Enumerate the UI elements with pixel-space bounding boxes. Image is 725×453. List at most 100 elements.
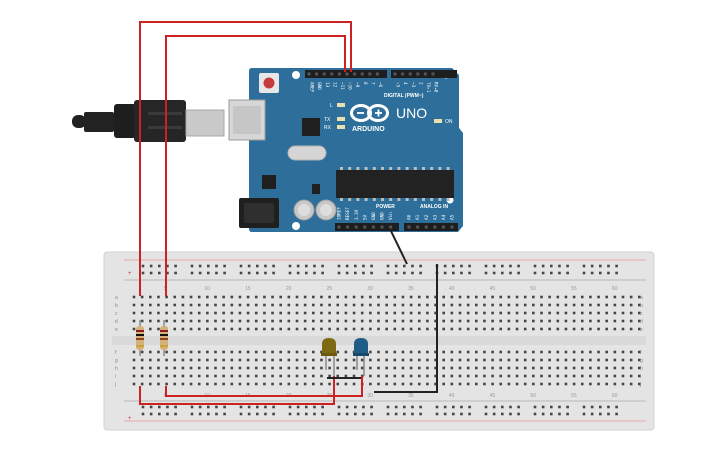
breadboard-hole[interactable] <box>458 295 462 299</box>
breadboard-hole[interactable] <box>540 382 543 386</box>
breadboard-hole[interactable] <box>254 374 258 378</box>
breadboard-hole[interactable] <box>354 264 357 268</box>
breadboard-hole[interactable] <box>434 319 437 323</box>
breadboard-hole[interactable] <box>328 319 331 323</box>
breadboard-hole[interactable] <box>452 405 455 409</box>
breadboard-hole[interactable] <box>215 264 218 268</box>
breadboard-hole[interactable] <box>336 350 340 354</box>
breadboard-hole[interactable] <box>207 264 210 268</box>
breadboard-hole[interactable] <box>638 382 641 386</box>
breadboard-hole[interactable] <box>312 350 315 354</box>
breadboard-hole[interactable] <box>165 319 168 323</box>
breadboard-hole[interactable] <box>197 382 201 386</box>
breadboard-hole[interactable] <box>312 374 315 378</box>
breadboard-hole[interactable] <box>572 303 576 307</box>
breadboard-hole[interactable] <box>166 405 169 409</box>
breadboard-hole[interactable] <box>157 303 160 307</box>
breadboard-hole[interactable] <box>256 405 259 409</box>
breadboard-hole[interactable] <box>507 382 511 386</box>
breadboard-hole[interactable] <box>336 382 340 386</box>
breadboard-hole[interactable] <box>345 405 349 409</box>
breadboard-hole[interactable] <box>377 311 380 315</box>
breadboard-hole[interactable] <box>149 350 152 354</box>
breadboard-hole[interactable] <box>344 295 348 299</box>
breadboard-hole[interactable] <box>523 295 527 299</box>
breadboard-hole[interactable] <box>149 271 153 275</box>
breadboard-hole[interactable] <box>515 303 519 307</box>
breadboard-hole[interactable] <box>434 295 437 299</box>
breadboard-hole[interactable] <box>336 358 340 362</box>
breadboard-hole[interactable] <box>417 366 421 370</box>
wire-resistor1-to-yellow-led[interactable] <box>139 376 335 405</box>
breadboard-hole[interactable] <box>198 412 202 416</box>
breadboard-hole[interactable] <box>532 311 535 315</box>
breadboard-hole[interactable] <box>484 264 488 268</box>
breadboard-hole[interactable] <box>491 327 494 331</box>
breadboard-hole[interactable] <box>271 295 274 299</box>
breadboard-hole[interactable] <box>149 319 152 323</box>
breadboard-hole[interactable] <box>377 295 380 299</box>
breadboard-hole[interactable] <box>230 382 234 386</box>
breadboard-hole[interactable] <box>597 295 600 299</box>
breadboard-hole[interactable] <box>140 350 144 354</box>
breadboard-hole[interactable] <box>206 358 209 362</box>
breadboard-hole[interactable] <box>288 405 292 409</box>
breadboard-hole[interactable] <box>582 412 586 416</box>
header-socket[interactable] <box>368 72 372 76</box>
breadboard-hole[interactable] <box>409 374 413 378</box>
breadboard-hole[interactable] <box>401 295 405 299</box>
breadboard-hole[interactable] <box>409 327 413 331</box>
breadboard-hole[interactable] <box>354 405 357 409</box>
breadboard-hole[interactable] <box>181 311 185 315</box>
breadboard-hole[interactable] <box>328 327 331 331</box>
breadboard-hole[interactable] <box>214 350 217 354</box>
breadboard-hole[interactable] <box>254 311 258 315</box>
breadboard-hole[interactable] <box>181 295 185 299</box>
breadboard-hole[interactable] <box>540 311 543 315</box>
breadboard-hole[interactable] <box>605 319 608 323</box>
breadboard-hole[interactable] <box>443 412 447 416</box>
breadboard-hole[interactable] <box>197 350 201 354</box>
breadboard-hole[interactable] <box>352 366 356 370</box>
breadboard-hole[interactable] <box>140 303 144 307</box>
breadboard-hole[interactable] <box>564 327 568 331</box>
breadboard-hole[interactable] <box>369 319 372 323</box>
breadboard-hole[interactable] <box>246 295 250 299</box>
header-socket[interactable] <box>393 72 397 76</box>
wire-pin12-to-resistor2[interactable] <box>165 35 346 296</box>
breadboard-hole[interactable] <box>246 319 250 323</box>
breadboard-hole[interactable] <box>507 350 511 354</box>
breadboard-hole[interactable] <box>558 405 561 409</box>
breadboard-hole[interactable] <box>564 382 568 386</box>
breadboard-hole[interactable] <box>197 358 201 362</box>
breadboard-hole[interactable] <box>394 264 398 268</box>
breadboard-hole[interactable] <box>287 327 291 331</box>
breadboard-hole[interactable] <box>369 382 372 386</box>
breadboard-hole[interactable] <box>312 295 315 299</box>
breadboard-hole[interactable] <box>222 319 225 323</box>
breadboard-hole[interactable] <box>173 319 177 323</box>
breadboard-hole[interactable] <box>238 350 242 354</box>
breadboard-hole[interactable] <box>320 327 323 331</box>
breadboard-hole[interactable] <box>214 374 217 378</box>
breadboard-hole[interactable] <box>303 382 307 386</box>
breadboard-hole[interactable] <box>377 358 380 362</box>
breadboard-hole[interactable] <box>580 327 584 331</box>
breadboard-hole[interactable] <box>475 303 478 307</box>
breadboard-hole[interactable] <box>483 382 486 386</box>
breadboard-hole[interactable] <box>411 405 414 409</box>
breadboard-hole[interactable] <box>214 358 217 362</box>
breadboard-hole[interactable] <box>393 319 397 323</box>
breadboard-hole[interactable] <box>629 327 633 331</box>
breadboard-hole[interactable] <box>223 412 226 416</box>
header-socket[interactable] <box>433 225 437 229</box>
breadboard-hole[interactable] <box>345 264 349 268</box>
breadboard-hole[interactable] <box>450 319 454 323</box>
breadboard-hole[interactable] <box>466 303 470 307</box>
breadboard-hole[interactable] <box>475 374 478 378</box>
breadboard-hole[interactable] <box>214 319 217 323</box>
breadboard-hole[interactable] <box>385 295 388 299</box>
breadboard-hole[interactable] <box>181 350 185 354</box>
breadboard-hole[interactable] <box>230 327 234 331</box>
breadboard-hole[interactable] <box>491 382 494 386</box>
